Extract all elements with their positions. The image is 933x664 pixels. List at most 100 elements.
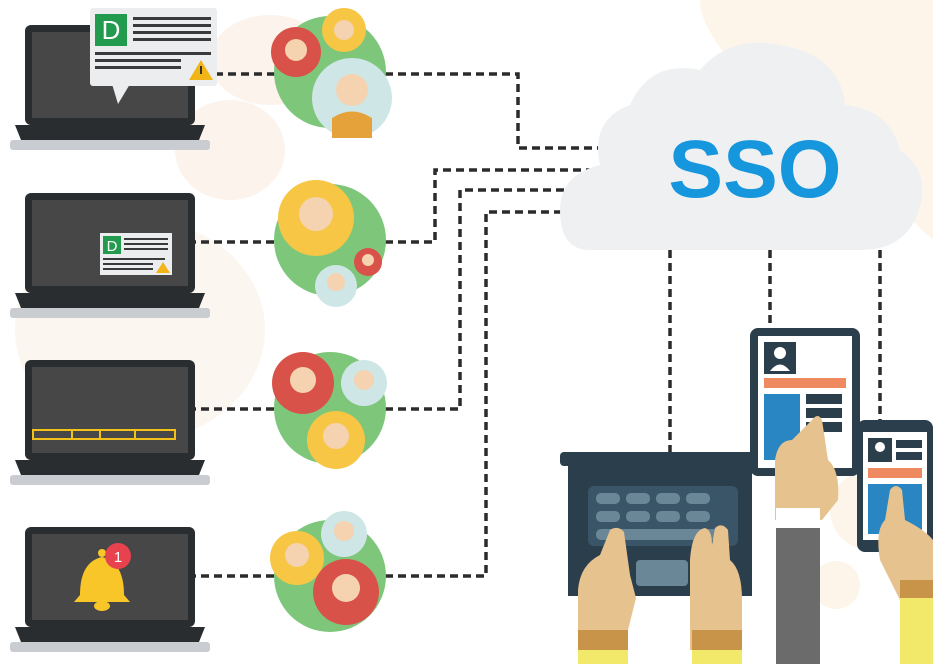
sleeve-yellow <box>578 650 628 664</box>
phone-hand <box>878 486 933 664</box>
avatar-face <box>334 521 354 541</box>
profile-head <box>875 442 885 452</box>
laptop-screen <box>32 367 188 453</box>
profile-bar <box>764 378 846 388</box>
shirt-cuff <box>776 508 820 528</box>
doc-line <box>103 258 165 260</box>
hand-cuff <box>578 630 628 650</box>
avatar-face <box>336 74 368 106</box>
sleeve-grey <box>776 528 820 664</box>
laptop-3 <box>10 360 210 485</box>
avatar-face <box>290 367 316 393</box>
key <box>686 493 710 504</box>
sleeve-yellow <box>900 598 933 664</box>
connector-group2-cloud <box>385 168 600 244</box>
profile-head <box>774 347 786 359</box>
notification-bell: 1 <box>74 543 131 611</box>
laptop-base <box>10 140 210 150</box>
warning-icon <box>156 262 170 273</box>
user-group-2 <box>274 180 386 307</box>
profile-line <box>806 408 842 418</box>
progress-track <box>32 429 176 440</box>
doc-line <box>103 268 153 270</box>
left-hand <box>578 527 636 664</box>
keyboard-keys <box>596 493 726 540</box>
cloud-shape <box>560 42 923 251</box>
key <box>596 511 620 522</box>
key <box>656 511 680 522</box>
key <box>626 493 650 504</box>
hand-cuff <box>900 580 933 598</box>
profile-bar <box>868 468 922 478</box>
hand-shape <box>878 486 933 600</box>
key <box>686 511 710 522</box>
notification-badge <box>105 543 131 569</box>
key <box>596 493 620 504</box>
hand-shape <box>690 525 742 650</box>
laptop-base <box>10 475 210 485</box>
connector-group4-cloud <box>385 210 600 578</box>
doc-line <box>103 263 153 265</box>
doc-line <box>133 38 211 41</box>
badge-count: 1 <box>114 549 122 566</box>
tablet-hand <box>775 416 839 664</box>
user-group-3 <box>272 352 387 469</box>
avatar-face <box>327 273 345 291</box>
document-speech-bubble: D <box>90 8 217 104</box>
avatar-body <box>332 111 372 138</box>
bubble-tail <box>112 84 130 104</box>
avatar-face <box>299 197 333 231</box>
key <box>626 511 650 522</box>
hand-shape <box>775 416 839 520</box>
doc-line <box>95 59 181 62</box>
keyboard-lid <box>560 452 760 466</box>
profile-line <box>896 440 922 448</box>
connector-group1-cloud <box>385 72 600 150</box>
profile-shoulders <box>770 364 790 371</box>
document-card-small: D <box>100 233 172 275</box>
laptop-base <box>10 642 210 652</box>
avatar-face <box>334 20 354 40</box>
sso-label: SSO <box>668 124 841 215</box>
doc-line <box>95 52 211 55</box>
progress-bar <box>32 429 176 440</box>
doc-line <box>133 31 211 34</box>
bell-clapper <box>94 601 110 611</box>
profile-line <box>806 422 842 432</box>
doc-line <box>133 24 211 27</box>
bell-top <box>98 549 106 557</box>
avatar-face <box>285 543 309 567</box>
spacebar <box>596 529 726 540</box>
avatar-face <box>354 370 374 390</box>
doc-line <box>124 248 168 250</box>
hand-cuff <box>692 630 742 650</box>
doc-letter-tile <box>95 14 127 46</box>
user-group-4 <box>270 511 386 632</box>
doc-line <box>95 66 181 69</box>
bg-blob <box>812 561 860 609</box>
right-hand <box>690 525 742 664</box>
doc-line <box>124 238 168 240</box>
profile-line <box>806 394 842 404</box>
avatar-face <box>285 39 307 61</box>
user-group-1 <box>271 8 392 138</box>
profile-line <box>896 452 922 460</box>
sso-cloud: SSO <box>560 42 923 251</box>
sleeve-yellow <box>692 650 742 664</box>
doc-letter-tile <box>103 236 121 254</box>
doc-line <box>124 243 168 245</box>
laptop-base <box>10 308 210 318</box>
avatar-face <box>323 423 349 449</box>
connector-group3-cloud <box>385 188 600 411</box>
avatar-face <box>362 254 374 266</box>
doc-line <box>133 17 211 20</box>
key <box>656 493 680 504</box>
hand-shape <box>578 527 636 650</box>
touchpad <box>636 560 688 586</box>
doc-letter: D <box>102 15 121 45</box>
avatar-face <box>332 574 360 602</box>
doc-letter: D <box>107 238 118 255</box>
warning-mark <box>200 66 202 74</box>
